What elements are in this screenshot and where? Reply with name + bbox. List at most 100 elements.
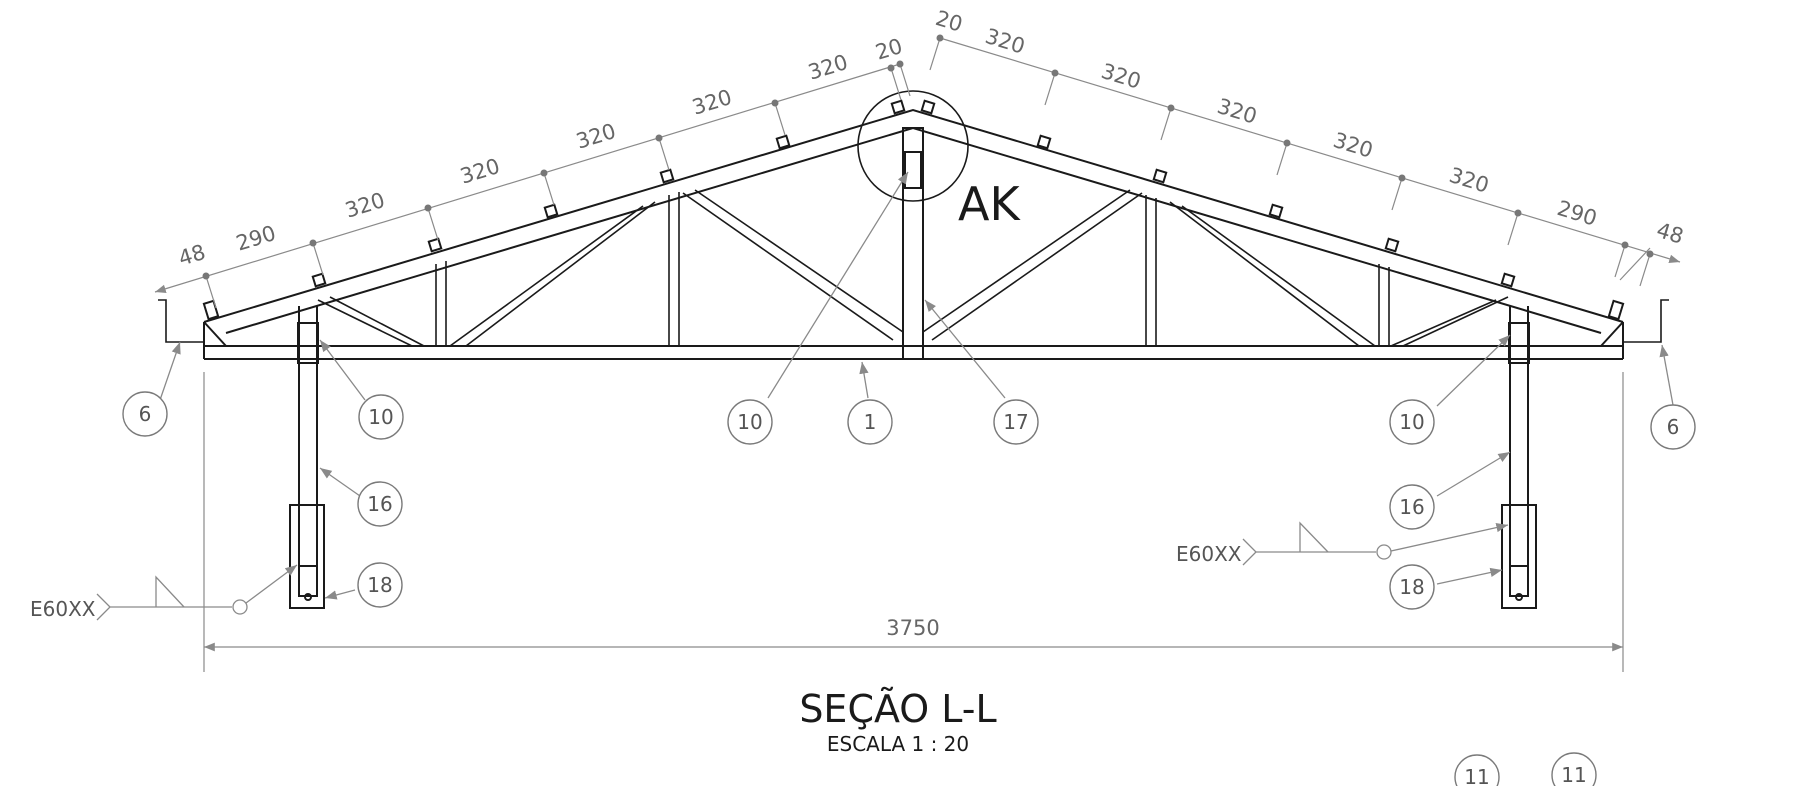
dimension-tick xyxy=(1507,212,1519,246)
svg-text:11: 11 xyxy=(1464,765,1489,786)
svg-text:16: 16 xyxy=(367,492,392,516)
dimension-node xyxy=(1621,241,1629,249)
svg-text:10: 10 xyxy=(368,405,393,429)
callouts: 6 10 16 18 10 1 17 10 16 18 6 11 11 xyxy=(122,171,1696,786)
svg-text:17: 17 xyxy=(1003,410,1028,434)
dimension-node xyxy=(202,272,210,280)
dimension-tick xyxy=(312,242,324,276)
dimension-tick xyxy=(890,67,902,101)
dimension-tick xyxy=(899,63,911,97)
dimension-node xyxy=(896,60,904,68)
dimension-node xyxy=(1646,250,1654,258)
right-dimension-line xyxy=(939,37,1681,264)
svg-text:10: 10 xyxy=(1399,410,1424,434)
svg-text:10: 10 xyxy=(737,410,762,434)
dimension-label: 320 xyxy=(457,154,502,189)
callout-11-a: 11 xyxy=(1454,754,1500,786)
left-heel-cut xyxy=(203,321,227,347)
dimension-node xyxy=(1167,104,1175,112)
dimension-node xyxy=(771,99,779,107)
callout-6-right: 6 xyxy=(1650,404,1696,450)
dimension-tick xyxy=(1614,244,1626,278)
dimension-label: 320 xyxy=(1330,128,1375,163)
dimension-label: 20 xyxy=(933,6,966,37)
left-webs xyxy=(317,189,904,347)
dimension-label: 290 xyxy=(233,221,278,256)
detail-label-ak: AK xyxy=(958,177,1021,231)
right-gutter xyxy=(1623,299,1669,343)
svg-text:18: 18 xyxy=(367,573,392,597)
dimension-tick xyxy=(1639,253,1651,287)
svg-text:6: 6 xyxy=(1667,415,1680,439)
svg-text:18: 18 xyxy=(1399,575,1424,599)
dimension-tick xyxy=(1044,72,1056,106)
svg-text:6: 6 xyxy=(139,402,152,426)
dimension-tick xyxy=(1160,107,1172,141)
dimension-node xyxy=(1398,174,1406,182)
weld-spec-right: E60XX xyxy=(1176,542,1242,566)
right-webs xyxy=(922,189,1509,347)
svg-text:11: 11 xyxy=(1561,763,1586,786)
dimension-node xyxy=(655,134,663,142)
top-chord-inner xyxy=(225,126,1602,334)
king-post xyxy=(902,127,924,360)
left-dimension-line xyxy=(154,63,901,293)
dimension-label: 20 xyxy=(873,34,906,65)
detail-circle-ak xyxy=(857,90,969,202)
dimension-label: 48 xyxy=(1654,218,1687,249)
section-scale: ESCALA 1 : 20 xyxy=(827,732,969,756)
dimension-tick xyxy=(205,275,217,309)
top-chord-outer xyxy=(203,108,1624,323)
dimension-node xyxy=(540,169,548,177)
span-value: 3750 xyxy=(886,616,939,640)
svg-text:16: 16 xyxy=(1399,495,1424,519)
svg-text:1: 1 xyxy=(864,410,877,434)
dimension-tick xyxy=(427,207,439,241)
dimension-label: 48 xyxy=(176,240,209,271)
dimension-tick xyxy=(774,102,786,136)
callout-10-left: 10 xyxy=(358,394,404,440)
left-column xyxy=(289,306,325,609)
span-dimension: 3750 xyxy=(203,372,1624,672)
callout-1: 1 xyxy=(847,399,893,445)
dimension-tick xyxy=(658,137,670,171)
dimension-label: 320 xyxy=(689,85,734,120)
callout-10-right: 10 xyxy=(1389,399,1435,445)
dimension-node xyxy=(936,34,944,42)
right-end-arrow-tail xyxy=(1619,247,1651,281)
callout-11-b: 11 xyxy=(1551,752,1597,786)
right-column xyxy=(1501,306,1537,609)
weld-symbol-right: E60XX xyxy=(1176,521,1509,566)
dimension-label: 320 xyxy=(805,50,850,85)
purlins-right xyxy=(920,99,1625,321)
dimension-label: 320 xyxy=(1446,163,1491,198)
left-gutter xyxy=(158,299,204,343)
callout-18-left: 18 xyxy=(357,562,403,608)
right-heel-cut xyxy=(1600,321,1624,347)
callout-10-center: 10 xyxy=(727,399,773,445)
dimension-label: 320 xyxy=(573,119,618,154)
king-post-gusset xyxy=(904,151,922,189)
dimension-tick xyxy=(929,37,941,71)
weld-spec-left: E60XX xyxy=(30,597,96,621)
section-title: SEÇÃO L-L xyxy=(799,687,996,731)
dimension-tick xyxy=(1391,177,1403,211)
dimension-node xyxy=(887,64,895,72)
roof-truss xyxy=(158,99,1669,609)
weld-symbol-left: E60XX xyxy=(30,564,298,621)
dimension-node xyxy=(1051,69,1059,77)
dimension-tick xyxy=(1276,142,1288,176)
callout-17: 17 xyxy=(993,399,1039,445)
dimension-node xyxy=(424,204,432,212)
dimension-node xyxy=(309,239,317,247)
callout-6-left: 6 xyxy=(122,391,168,437)
callout-18-right: 18 xyxy=(1389,564,1435,610)
callout-16-right: 16 xyxy=(1389,484,1435,530)
dimension-tick xyxy=(543,172,555,206)
dimension-node xyxy=(1283,139,1291,147)
dimension-label: 320 xyxy=(342,188,387,223)
callout-16-left: 16 xyxy=(357,481,403,527)
dimension-node xyxy=(1514,209,1522,217)
purlins-left xyxy=(202,99,906,321)
